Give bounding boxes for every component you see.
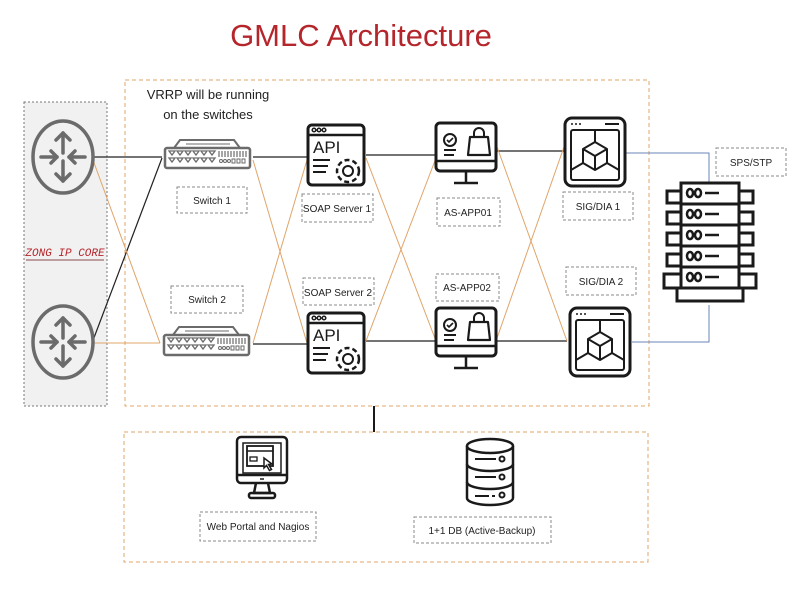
main-cluster-container	[124, 79, 650, 407]
sig-2-label-box: SIG/DIA 2	[565, 266, 637, 296]
sig-1-label-box: SIG/DIA 1	[562, 191, 634, 221]
link-soap2-app1	[365, 157, 437, 342]
switch-2-label: Switch 2	[188, 295, 226, 306]
soap-2-label-box: SOAP Server 2	[302, 277, 375, 306]
link-router2-switch1	[91, 157, 163, 344]
soap-1-label-box: SOAP Server 1	[301, 193, 374, 223]
sps-links	[625, 152, 710, 343]
sig-1-label: SIG/DIA 1	[576, 202, 621, 213]
management-cluster-container	[123, 431, 649, 563]
primary-links	[91, 150, 567, 345]
switch-2-label-box: Switch 2	[170, 285, 244, 314]
api-gear-icon	[306, 123, 366, 187]
diagram-title: GMLC Architecture	[230, 18, 492, 53]
link-app2-sig1	[495, 143, 566, 342]
sig-2-label: SIG/DIA 2	[579, 277, 624, 288]
window-cube-icon	[563, 116, 627, 188]
sps-label: SPS/STP	[730, 158, 773, 169]
monitor-shopping-bag-icon	[434, 121, 498, 185]
app-1-label-box: AS-APP01	[436, 197, 501, 227]
db-label: 1+1 DB (Active-Backup)	[429, 526, 536, 537]
portal-label-box: Web Portal and Nagios	[199, 511, 317, 542]
ip-core-label: ZONG IP CORE	[24, 248, 105, 260]
monitor-shopping-bag-icon	[434, 306, 498, 370]
link-switch2-soap1	[252, 159, 308, 344]
api-gear-icon	[306, 311, 366, 375]
soap-1-label: SOAP Server 1	[303, 204, 372, 215]
server-rack-icon	[662, 181, 758, 303]
switch-1-label-box: Switch 1	[176, 186, 248, 214]
monitor-cursor-icon	[235, 435, 289, 500]
vrrp-note-line2: on the switches	[163, 107, 253, 122]
vrrp-note-line1: VRRP will be running	[147, 87, 270, 102]
link-app1-sig2	[495, 143, 568, 342]
db-label-box: 1+1 DB (Active-Backup)	[413, 516, 552, 544]
cross-links	[92, 143, 568, 344]
link-sig1-sps	[625, 152, 710, 182]
link-sig2-sps	[632, 305, 710, 343]
app-2-label: AS-APP02	[443, 283, 491, 294]
database-icon	[465, 437, 515, 507]
link-router1-switch2	[92, 159, 161, 344]
switch-1-label: Switch 1	[193, 196, 231, 207]
network-switch-icon	[163, 138, 252, 170]
portal-label: Web Portal and Nagios	[207, 522, 310, 533]
soap-2-label: SOAP Server 2	[304, 288, 373, 299]
network-switch-icon	[162, 325, 251, 357]
window-cube-icon	[568, 306, 632, 378]
sps-label-box: SPS/STP	[715, 147, 787, 177]
app-1-label: AS-APP01	[444, 208, 492, 219]
app-2-label-box: AS-APP02	[435, 273, 500, 302]
